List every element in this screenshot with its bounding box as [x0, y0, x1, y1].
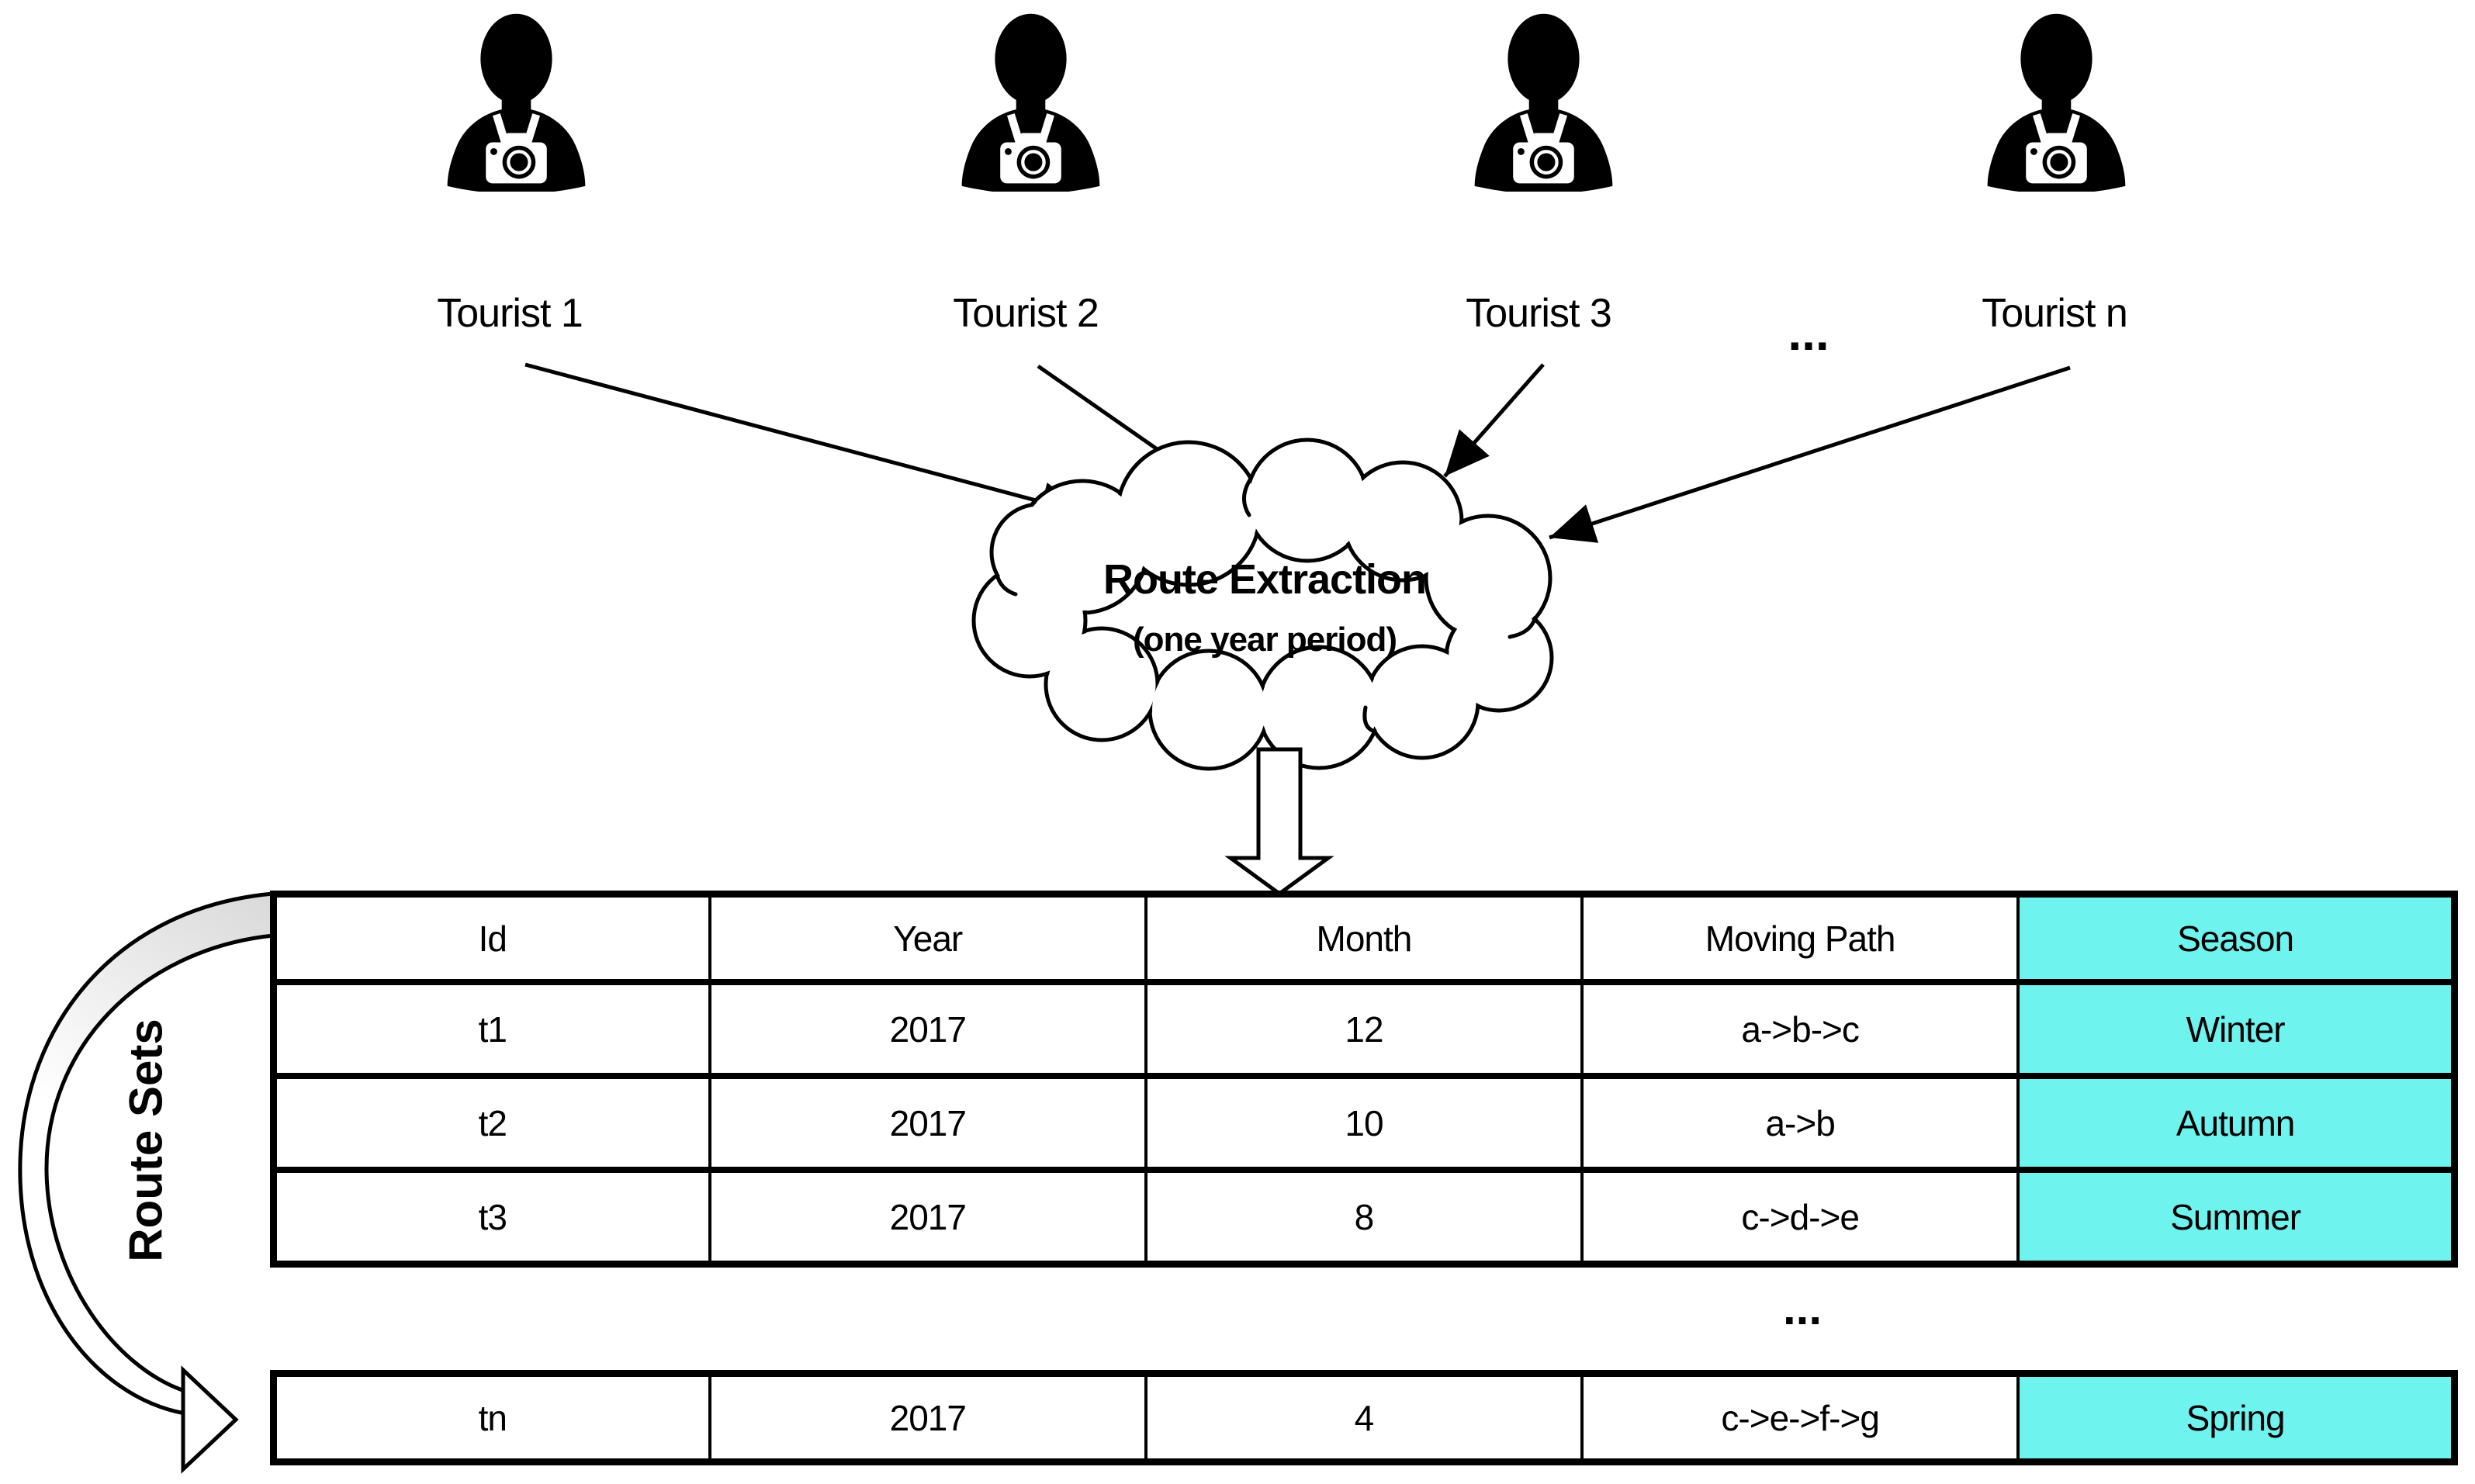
route-sets-label: Route Sets: [119, 1019, 172, 1262]
tourist-icon: [1988, 14, 2126, 194]
route-sets-arrowhead: [181, 1365, 239, 1474]
cell-year: 2017: [708, 1167, 1148, 1268]
tourist-arrows: [524, 362, 2071, 543]
cell-month: 8: [1144, 1167, 1584, 1268]
cell-year: 2017: [708, 1073, 1148, 1173]
route-sets-table-last: tn 2017 4 c->e->f->g Spring: [270, 1370, 2458, 1465]
tourist-3-label: Tourist 3: [1466, 291, 1612, 336]
cloud-title: Route Extraction: [1102, 556, 1427, 603]
tourist-1-label: Tourist 1: [437, 291, 583, 336]
cell-path: c->e->f->g: [1580, 1370, 2020, 1465]
tourist-n-label: Tourist n: [1982, 291, 2128, 336]
table-row: t1 2017 12 a->b->c Winter: [272, 979, 2456, 1079]
cell-id: t3: [272, 1167, 711, 1268]
cell-path: a->b: [1580, 1073, 2020, 1173]
cell-season: Spring: [2016, 1370, 2456, 1465]
cloud-fill: [976, 442, 1549, 766]
cell-id: t1: [272, 979, 711, 1079]
cell-month: 12: [1144, 979, 1584, 1079]
arrow-tourist-1: [524, 362, 1086, 522]
cell-year: 2017: [708, 1370, 1148, 1465]
tourist-icon: [962, 14, 1100, 194]
table-row: t3 2017 8 c->d->e Summer: [272, 1167, 2456, 1268]
table-ellipsis: ...: [1782, 1282, 1822, 1334]
cell-season: Summer: [2016, 1167, 2456, 1268]
cell-month: 4: [1144, 1370, 1584, 1465]
table-row: t2 2017 10 a->b Autumn: [272, 1073, 2456, 1173]
cell-id: t2: [272, 1073, 711, 1173]
header-cell-month: Month: [1144, 891, 1584, 985]
down-arrow: [1224, 747, 1334, 897]
cell-path: c->d->e: [1580, 1167, 2020, 1268]
cloud-subtitle: (one year period): [1133, 621, 1397, 659]
arrow-tourist-n: [1549, 365, 2071, 543]
arrow-tourist-3: [1443, 363, 1545, 478]
route-sets-table: Id Year Month Moving Path Season t1 2017…: [270, 891, 2458, 1268]
cell-season: Winter: [2016, 979, 2456, 1079]
cloud-hooks: [995, 476, 1537, 734]
route-sets-arrow: [18, 891, 275, 1474]
tourist-icon: [1475, 14, 1613, 194]
header-cell-season: Season: [2016, 891, 2456, 985]
cell-month: 10: [1144, 1073, 1584, 1173]
header-cell-id: Id: [272, 891, 711, 985]
cell-id: tn: [272, 1370, 711, 1465]
tourist-icon: [448, 14, 586, 194]
table-row: tn 2017 4 c->e->f->g Spring: [272, 1370, 2456, 1465]
tourist-2-label: Tourist 2: [953, 291, 1099, 336]
table-header-row: Id Year Month Moving Path Season: [272, 891, 2456, 985]
cell-year: 2017: [708, 979, 1148, 1079]
cell-season: Autumn: [2016, 1073, 2456, 1173]
header-cell-path: Moving Path: [1580, 891, 2020, 985]
tourists-ellipsis: ...: [1788, 305, 1829, 361]
header-cell-year: Year: [708, 891, 1148, 985]
cell-path: a->b->c: [1580, 979, 2020, 1079]
